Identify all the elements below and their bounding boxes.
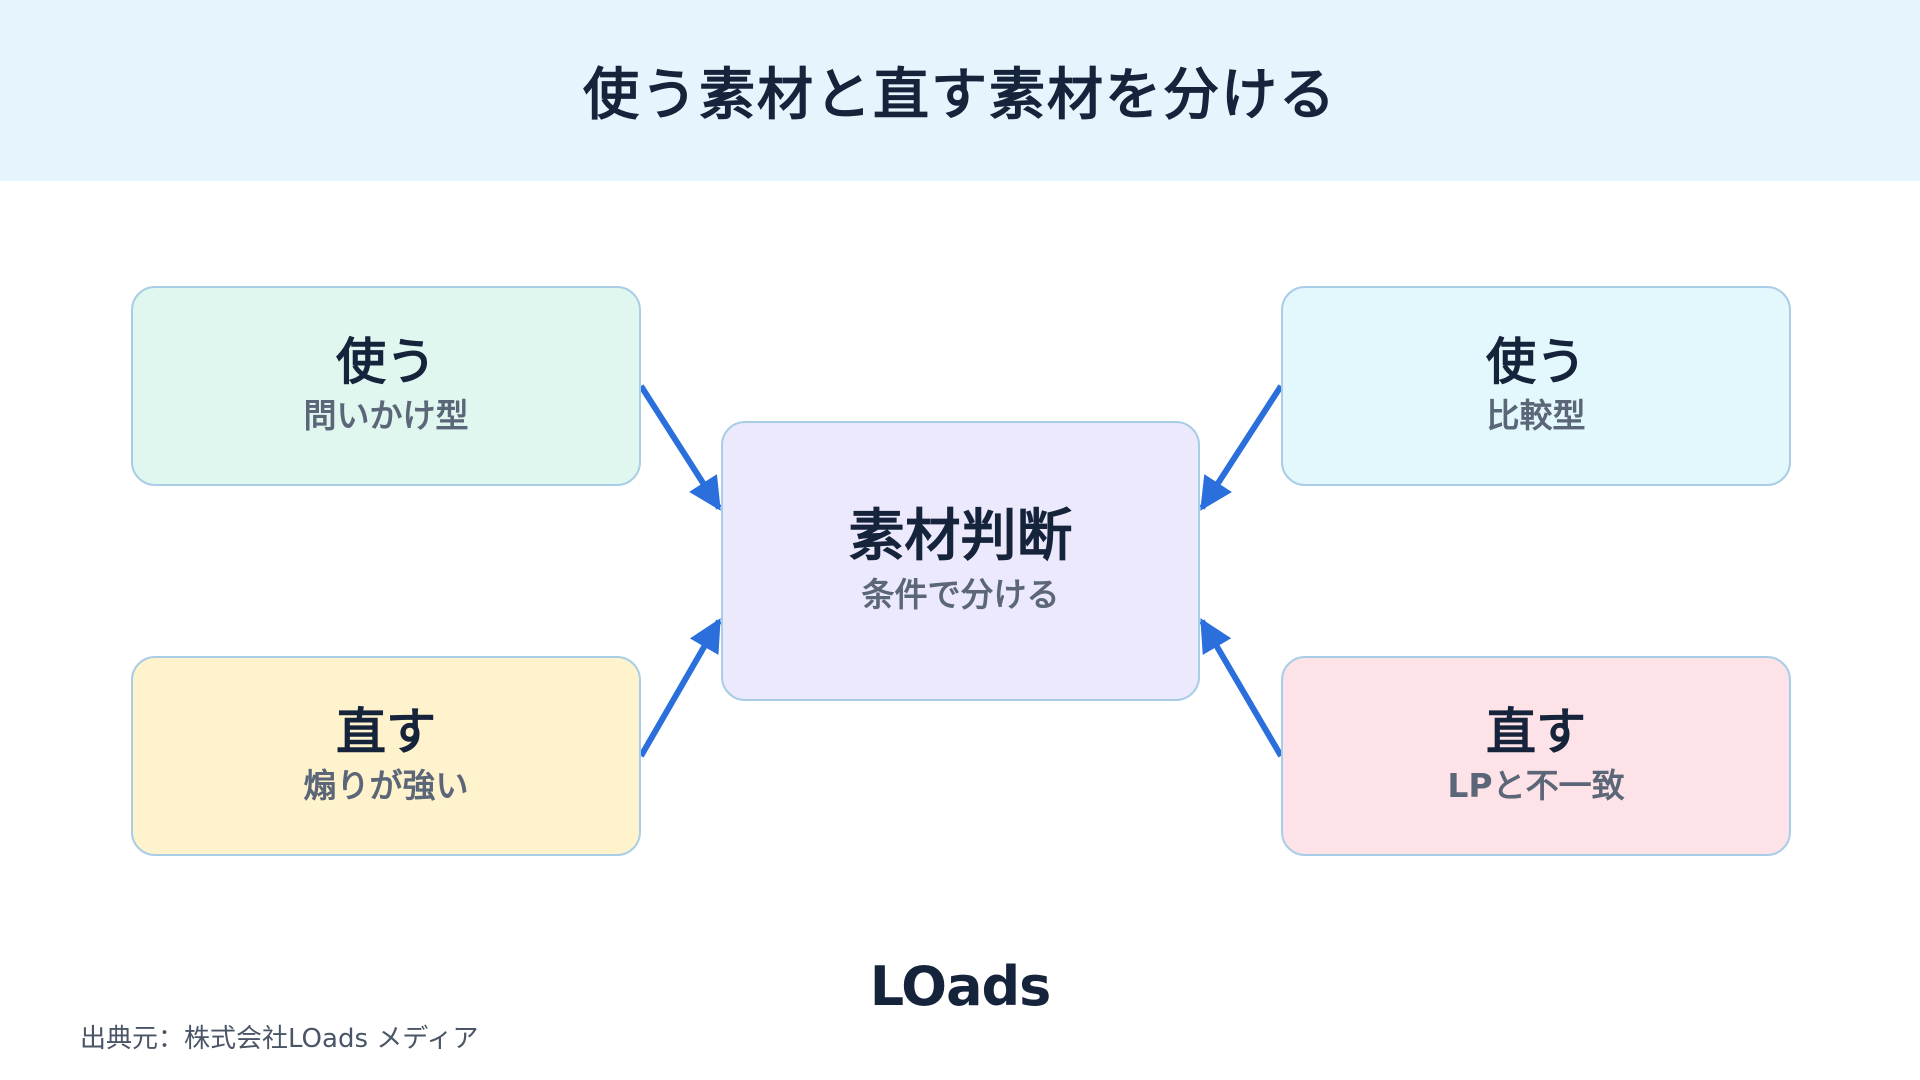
- page-title: 使う素材と直す素材を分ける: [583, 63, 1337, 128]
- arrow-bottom-left: [638, 618, 722, 758]
- node-sublabel: 条件で分ける: [861, 574, 1060, 614]
- node-label: 直す: [1486, 702, 1586, 761]
- header-band: 使う素材と直す素材を分ける: [0, 0, 1920, 181]
- node-label: 直す: [336, 702, 436, 761]
- arrow-top-left: [638, 384, 722, 511]
- node-sublabel: 比較型: [1486, 396, 1586, 436]
- node-label: 使う: [336, 332, 436, 391]
- node-sublabel: LPと不一致: [1447, 766, 1625, 806]
- node-sublabel: 問いかけ型: [303, 396, 469, 436]
- source-credit: 出典元：株式会社LOads メディア: [80, 1024, 479, 1054]
- node-label: 素材判断: [848, 504, 1073, 570]
- node-fix-hype: 直す 煽りが強い: [131, 656, 641, 856]
- arrow-top-right: [1199, 384, 1284, 511]
- arrow-bottom-right: [1199, 618, 1284, 758]
- node-label: 使う: [1486, 332, 1586, 391]
- node-use-question: 使う 問いかけ型: [131, 286, 641, 486]
- node-fix-lp-mismatch: 直す LPと不一致: [1281, 656, 1791, 856]
- node-material-judgment: 素材判断 条件で分ける: [721, 421, 1200, 701]
- brand-logo: LOads: [869, 955, 1052, 1018]
- node-sublabel: 煽りが強い: [303, 766, 469, 806]
- node-use-comparison: 使う 比較型: [1281, 286, 1791, 486]
